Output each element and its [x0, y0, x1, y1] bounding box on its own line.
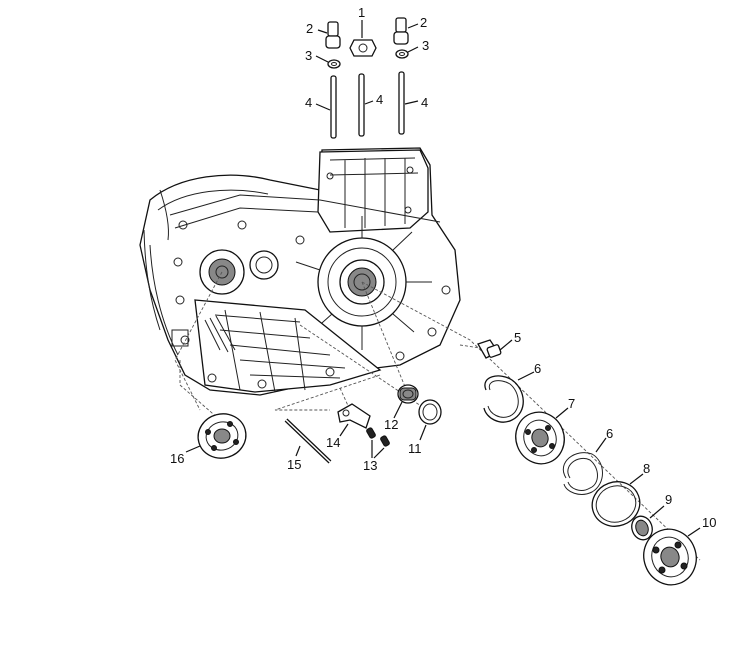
- label-5: 5: [514, 330, 521, 345]
- label-4-left: 4: [305, 95, 312, 110]
- assembly-axis-lines: [174, 271, 701, 561]
- part-13-screws: [366, 427, 390, 459]
- label-16: 16: [170, 451, 184, 466]
- label-2-left: 2: [306, 21, 313, 36]
- label-4-right: 4: [421, 95, 428, 110]
- crankcase-housing: [139, 147, 461, 396]
- part-16-bearing: [185, 413, 247, 459]
- label-4-center: 4: [376, 92, 383, 107]
- part-12-bushing: [393, 384, 419, 419]
- part-2-bolt-right: [393, 17, 419, 45]
- label-7: 7: [568, 396, 575, 411]
- part-11-seal-ring: [418, 399, 442, 441]
- part-2-bolt-left: [317, 21, 341, 49]
- part-1-nut: [349, 20, 377, 57]
- label-12: 12: [384, 417, 398, 432]
- part-5-plug: [477, 339, 513, 359]
- label-13: 13: [363, 458, 377, 473]
- part-9-washer: [631, 505, 665, 541]
- label-15: 15: [287, 457, 301, 472]
- part-8-ring: [591, 473, 644, 527]
- part-4-stud-center: [358, 73, 374, 137]
- part-15-shaft: [284, 418, 332, 464]
- label-3-left: 3: [305, 48, 312, 63]
- part-14-lever: [337, 403, 371, 437]
- part-7-bearing: [515, 407, 569, 465]
- callout-labels: 1 2 2 3 3 4 4 4 5 6 7 6 8 9 10 11 12 13 …: [170, 5, 716, 530]
- part-6-circlip-upper: [483, 371, 535, 423]
- label-6-upper: 6: [534, 361, 541, 376]
- label-1: 1: [358, 5, 365, 20]
- label-6-lower: 6: [606, 426, 613, 441]
- part-3-washer-right: [395, 46, 419, 59]
- part-10-bearing: [643, 527, 701, 586]
- label-14: 14: [326, 435, 340, 450]
- label-9: 9: [665, 492, 672, 507]
- label-10: 10: [702, 515, 716, 530]
- label-11: 11: [408, 441, 422, 456]
- label-2-right: 2: [420, 15, 427, 30]
- label-3-right: 3: [422, 38, 429, 53]
- label-8: 8: [643, 461, 650, 476]
- part-3-washer-left: [315, 55, 341, 69]
- part-4-stud-right: [398, 71, 419, 135]
- part-6-circlip-lower: [563, 437, 607, 495]
- part-4-stud-left: [315, 75, 337, 139]
